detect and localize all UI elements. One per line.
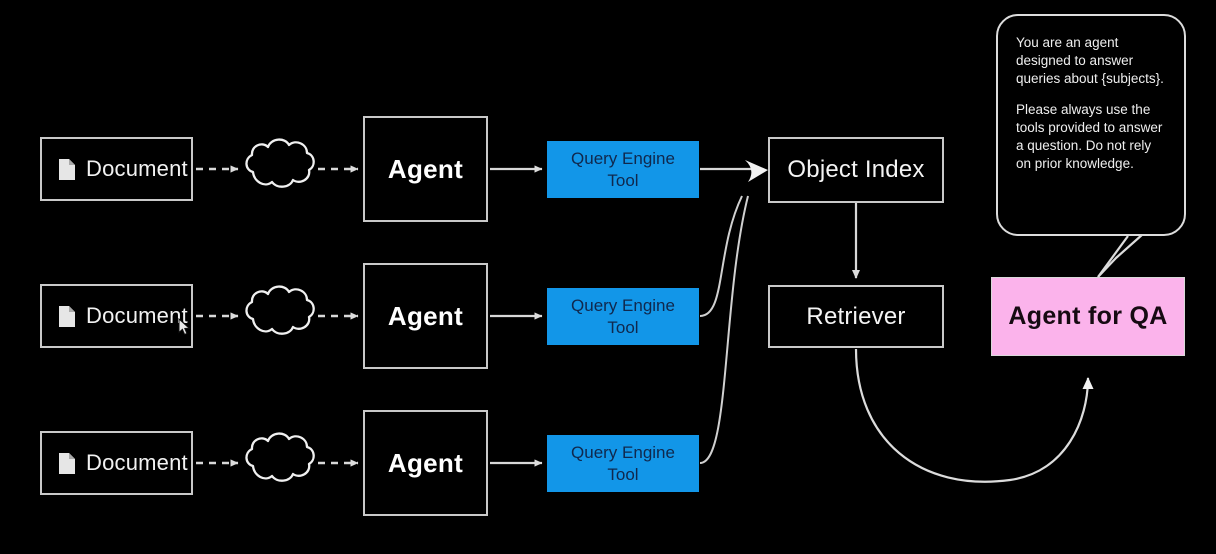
document-page-icon (59, 452, 75, 474)
agent-label-1: Agent (387, 153, 464, 184)
row3-cloud-icon (245, 432, 315, 482)
query-engine-tool-line2-1: Tool (607, 170, 639, 190)
row2-cloud-icon (245, 285, 315, 335)
prompt-bubble: You are an agent designed to answer quer… (996, 14, 1186, 236)
agent-for-qa-label: Agent for QA (1008, 302, 1168, 330)
query-engine-tool-line1-1: Query Engine (571, 149, 675, 169)
query-engine-tool-line2-2: Tool (607, 317, 639, 337)
object-index-label: Object Index (787, 156, 925, 183)
query-engine-tool-box-2[interactable]: Query Engine Tool (547, 288, 699, 345)
tool2-to-object-index-connector (699, 195, 743, 317)
prompt-paragraph-1: You are an agent designed to answer quer… (1016, 35, 1164, 86)
query-engine-tool-label-2: Query Engine Tool (571, 295, 675, 338)
query-engine-tool-label-1: Query Engine Tool (571, 148, 675, 191)
document-box-3[interactable]: Document (40, 431, 193, 495)
retriever-box[interactable]: Retriever (768, 285, 944, 348)
document-label-2: Document (86, 303, 188, 328)
query-engine-tool-line2-3: Tool (607, 464, 639, 484)
query-engine-tool-box-1[interactable]: Query Engine Tool (547, 141, 699, 198)
agent-for-qa-box[interactable]: Agent for QA (991, 277, 1185, 356)
agent-box-2[interactable]: Agent (363, 263, 488, 369)
query-engine-tool-line1-2: Query Engine (571, 296, 675, 316)
agent-label-2: Agent (387, 300, 464, 331)
agent-label-3: Agent (387, 447, 464, 478)
query-engine-tool-label-3: Query Engine Tool (571, 442, 675, 485)
agent-box-1[interactable]: Agent (363, 116, 488, 222)
query-engine-tool-line1-3: Query Engine (571, 443, 675, 463)
retriever-to-agent-for-qa-arrow (854, 348, 1094, 483)
retriever-label: Retriever (806, 302, 906, 330)
prompt-bubble-tail (1097, 233, 1144, 278)
document-page-icon (59, 158, 75, 180)
object-index-box[interactable]: Object Index (768, 137, 944, 203)
agent-box-3[interactable]: Agent (363, 410, 488, 516)
tool3-to-object-index-connector (699, 195, 749, 464)
document-label-1: Document (86, 156, 188, 181)
document-box-1[interactable]: Document (40, 137, 193, 201)
query-engine-tool-box-3[interactable]: Query Engine Tool (547, 435, 699, 492)
document-box-2[interactable]: Document (40, 284, 193, 348)
row1-cloud-icon (245, 138, 315, 188)
document-label-3: Document (86, 450, 188, 475)
document-page-icon (59, 305, 75, 327)
prompt-paragraph-2: Please always use the tools provided to … (1016, 102, 1163, 171)
object-index-inbound-arrowhead (745, 160, 768, 182)
